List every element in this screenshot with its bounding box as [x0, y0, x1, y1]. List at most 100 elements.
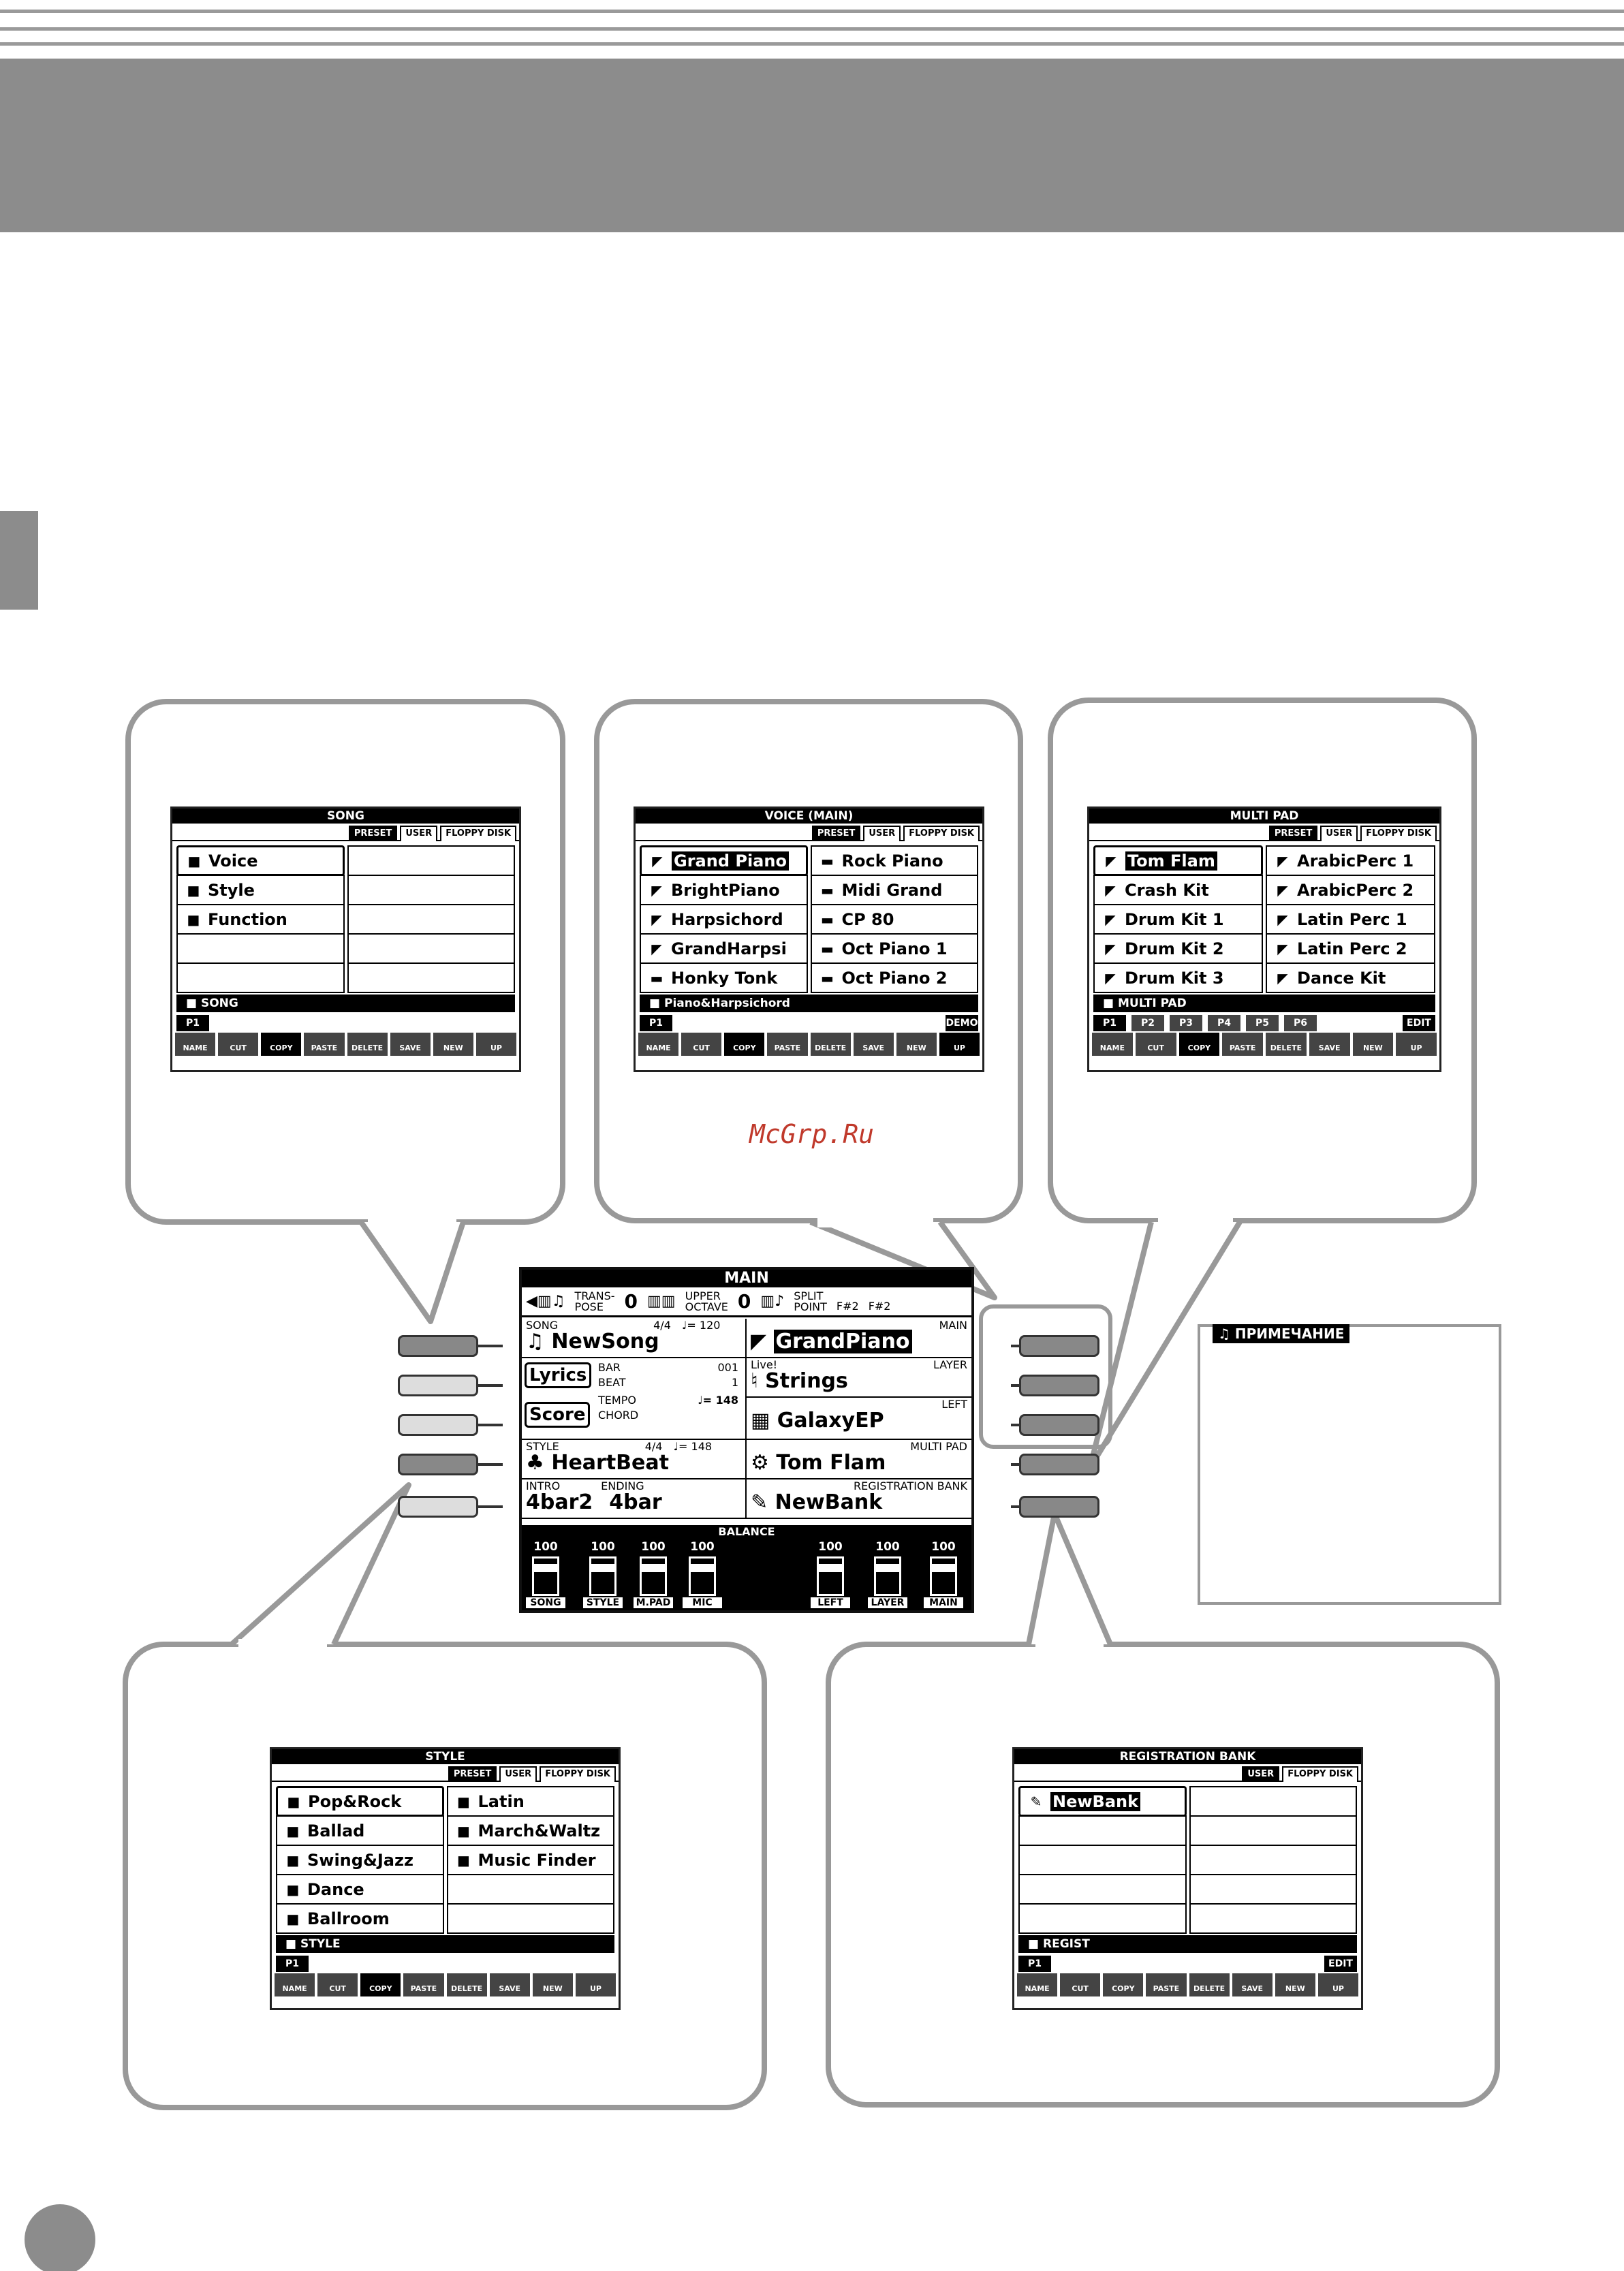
- split-l-value[interactable]: F#2: [868, 1299, 891, 1313]
- save-button[interactable]: SAVE: [390, 1033, 431, 1056]
- tab-user[interactable]: USER: [863, 826, 901, 841]
- folder-item[interactable]: ■Ballroom: [276, 1903, 444, 1934]
- screen-button-f[interactable]: [1019, 1335, 1099, 1357]
- pad-item[interactable]: ◤Drum Kit 2: [1093, 933, 1263, 964]
- page-tab[interactable]: P6: [1284, 1015, 1317, 1031]
- pad-item[interactable]: ◤Crash Kit: [1093, 875, 1263, 905]
- screen-button-e[interactable]: [398, 1496, 478, 1518]
- file-item[interactable]: [347, 904, 515, 935]
- main-voice-box[interactable]: MAIN ◤ GrandPiano: [747, 1319, 971, 1358]
- page-tab[interactable]: P1: [1093, 1015, 1126, 1031]
- save-button[interactable]: SAVE: [489, 1973, 530, 1996]
- cut-button[interactable]: CUT: [218, 1033, 259, 1056]
- folder-item[interactable]: ■Dance: [276, 1874, 444, 1905]
- screen-button-i[interactable]: [1019, 1454, 1099, 1475]
- screen-button-g[interactable]: [1019, 1375, 1099, 1396]
- bank-item[interactable]: [1189, 1786, 1357, 1817]
- bank-item[interactable]: [1189, 1903, 1357, 1934]
- tab-floppy-disk[interactable]: FLOPPY DISK: [440, 826, 516, 841]
- new-button[interactable]: NEW: [896, 1033, 937, 1056]
- bank-item[interactable]: ✎NewBank: [1018, 1786, 1187, 1817]
- cut-button[interactable]: CUT: [1135, 1033, 1176, 1056]
- tab-floppy-disk[interactable]: FLOPPY DISK: [1282, 1766, 1358, 1782]
- bank-item[interactable]: [1018, 1874, 1187, 1905]
- tab-preset[interactable]: PRESET: [811, 826, 861, 841]
- voice-item[interactable]: ◤Harpsichord: [640, 904, 808, 935]
- pad-item[interactable]: ◤ArabicPerc 1: [1266, 845, 1435, 876]
- save-button[interactable]: SAVE: [853, 1033, 894, 1056]
- tab-floppy-disk[interactable]: FLOPPY DISK: [903, 826, 980, 841]
- bank-item[interactable]: [1018, 1903, 1187, 1934]
- folder-item[interactable]: ■Pop&Rock: [276, 1786, 444, 1817]
- voice-item[interactable]: ▬Oct Piano 1: [810, 933, 978, 964]
- save-button[interactable]: SAVE: [1309, 1033, 1350, 1056]
- save-button[interactable]: SAVE: [1232, 1973, 1272, 1996]
- edit-button[interactable]: EDIT: [1324, 1956, 1357, 1972]
- edit-button[interactable]: EDIT: [1403, 1015, 1435, 1031]
- copy-button[interactable]: COPY: [724, 1033, 765, 1056]
- up-button[interactable]: UP: [475, 1033, 516, 1056]
- tab-user[interactable]: USER: [1242, 1766, 1280, 1782]
- split-a-value[interactable]: F#2: [836, 1299, 859, 1313]
- screen-button-h[interactable]: [1019, 1414, 1099, 1436]
- new-button[interactable]: NEW: [1275, 1973, 1315, 1996]
- delete-button[interactable]: DELETE: [1266, 1033, 1307, 1056]
- page-tab[interactable]: P1: [276, 1956, 309, 1972]
- name-button[interactable]: NAME: [638, 1033, 679, 1056]
- screen-button-c[interactable]: [398, 1414, 478, 1436]
- file-item[interactable]: [347, 875, 515, 905]
- copy-button[interactable]: COPY: [1103, 1973, 1144, 1996]
- tab-user[interactable]: USER: [499, 1766, 537, 1782]
- file-item[interactable]: [176, 962, 345, 993]
- multipad-box[interactable]: MULTI PAD ⚙ Tom Flam: [747, 1440, 971, 1479]
- layer-voice-box[interactable]: Live!LAYER ♮ Strings: [747, 1358, 971, 1398]
- pad-item[interactable]: ◤Drum Kit 1: [1093, 904, 1263, 935]
- page-tab[interactable]: P1: [1018, 1956, 1051, 1972]
- lyrics-button[interactable]: Lyrics: [525, 1362, 592, 1388]
- tab-floppy-disk[interactable]: FLOPPY DISK: [540, 1766, 616, 1782]
- pad-item[interactable]: ◤Latin Perc 2: [1266, 933, 1435, 964]
- paste-button[interactable]: PASTE: [1222, 1033, 1263, 1056]
- screen-button-b[interactable]: [398, 1375, 478, 1396]
- paste-button[interactable]: PASTE: [767, 1033, 808, 1056]
- delete-button[interactable]: DELETE: [1189, 1973, 1230, 1996]
- voice-item[interactable]: ◤BrightPiano: [640, 875, 808, 905]
- new-button[interactable]: NEW: [1352, 1033, 1394, 1056]
- pad-item[interactable]: ◤ArabicPerc 2: [1266, 875, 1435, 905]
- bank-item[interactable]: [1189, 1845, 1357, 1875]
- paste-button[interactable]: PASTE: [304, 1033, 345, 1056]
- voice-item[interactable]: ▬Rock Piano: [810, 845, 978, 876]
- new-button[interactable]: NEW: [433, 1033, 473, 1056]
- file-item[interactable]: ■Function: [176, 904, 345, 935]
- file-item[interactable]: Style: [347, 845, 515, 876]
- paste-button[interactable]: PASTE: [1146, 1973, 1187, 1996]
- voice-item[interactable]: ▬CP 80: [810, 904, 978, 935]
- new-button[interactable]: NEW: [532, 1973, 573, 1996]
- page-tab[interactable]: P3: [1170, 1015, 1202, 1031]
- tab-user[interactable]: USER: [400, 826, 438, 841]
- delete-button[interactable]: DELETE: [810, 1033, 851, 1056]
- pad-item[interactable]: ◤Tom Flam: [1093, 845, 1263, 876]
- pad-item[interactable]: ◤Latin Perc 1: [1266, 904, 1435, 935]
- up-button[interactable]: UP: [939, 1033, 980, 1056]
- tab-preset[interactable]: PRESET: [348, 826, 398, 841]
- page-tab[interactable]: P1: [176, 1015, 209, 1031]
- voice-item[interactable]: ▬Oct Piano 2: [810, 962, 978, 993]
- voice-item[interactable]: ◤GrandHarpsi: [640, 933, 808, 964]
- copy-button[interactable]: COPY: [1178, 1033, 1220, 1056]
- up-button[interactable]: UP: [1317, 1973, 1358, 1996]
- copy-button[interactable]: COPY: [360, 1973, 401, 1996]
- folder-item[interactable]: ■Ballad: [276, 1815, 444, 1846]
- score-button[interactable]: Score: [525, 1402, 591, 1428]
- cut-button[interactable]: CUT: [317, 1973, 358, 1996]
- demo-button[interactable]: DEMO: [946, 1015, 978, 1031]
